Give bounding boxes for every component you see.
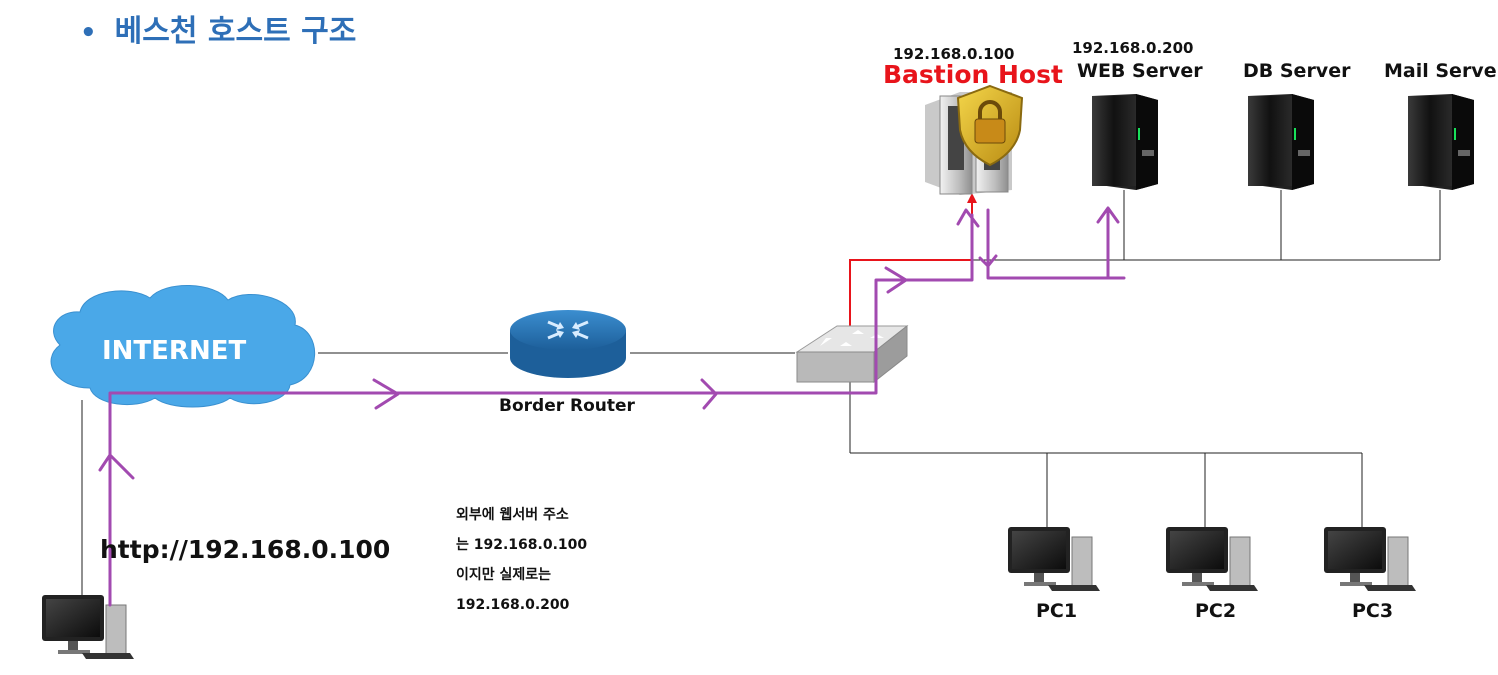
desktop-pc-icon xyxy=(1008,527,1100,591)
mail-server-icon xyxy=(1408,94,1474,190)
note-line: 외부에 웹서버 주소 xyxy=(456,507,569,523)
shield-lock-icon xyxy=(956,84,1024,167)
page-title-text: 베스천 호스트 구조 xyxy=(114,14,357,49)
note-line: 는 192.168.0.100 xyxy=(456,537,588,553)
bastion-link xyxy=(849,193,977,330)
pc1-label: PC1 xyxy=(1036,600,1078,622)
page-title: • 베스천 호스트 구조 xyxy=(80,6,356,50)
desktop-pc-icon xyxy=(1324,527,1416,591)
web-server-ip: 192.168.0.200 xyxy=(1072,39,1194,57)
request-flow-path xyxy=(98,206,1126,607)
switch-icon xyxy=(795,324,909,384)
note-line: 이지만 실제로는 xyxy=(456,567,552,583)
bastion-server-icon xyxy=(925,84,1024,195)
border-router-label: Border Router xyxy=(499,396,635,416)
db-server-icon xyxy=(1248,94,1314,190)
db-server-label: DB Server xyxy=(1243,60,1351,82)
client-pc-icon xyxy=(42,595,134,659)
url-text: http://192.168.0.100 xyxy=(100,535,391,564)
pc3-label: PC3 xyxy=(1352,600,1394,622)
pc2-label: PC2 xyxy=(1195,600,1237,622)
bastion-host-label: Bastion Host xyxy=(883,60,1063,89)
web-server-icon xyxy=(1092,94,1158,190)
router-icon xyxy=(510,310,626,378)
bullet-icon: • xyxy=(80,18,97,48)
cloud-icon xyxy=(50,285,316,408)
note-line: 192.168.0.200 xyxy=(456,597,570,613)
note-text: 외부에 웹서버 주소 는 192.168.0.100 이지만 실제로는 192.… xyxy=(456,500,587,620)
internet-label: INTERNET xyxy=(102,336,247,366)
bastion-ip: 192.168.0.100 xyxy=(893,45,1015,63)
web-server-label: WEB Server xyxy=(1077,60,1203,82)
desktop-pc-icon xyxy=(1166,527,1258,591)
mail-server-label: Mail Server xyxy=(1384,60,1498,82)
